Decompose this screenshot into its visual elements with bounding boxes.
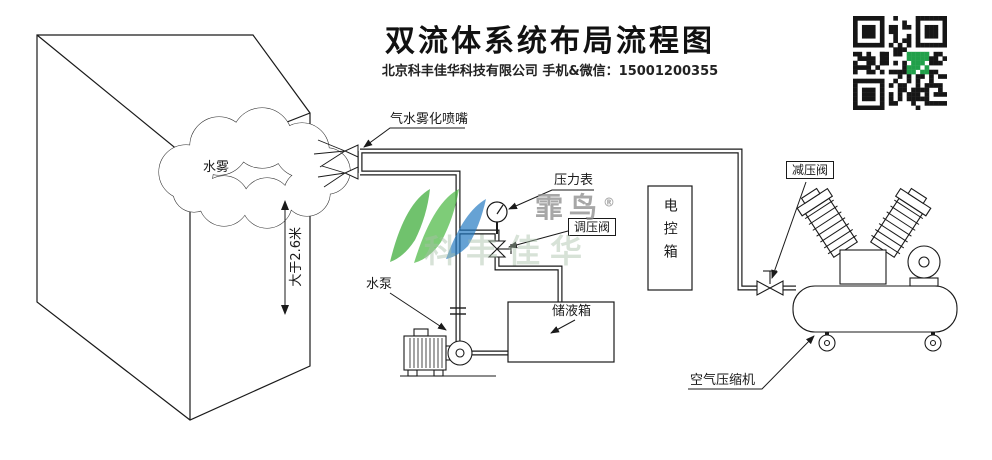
page-title: 双流体系统布局流程图 <box>385 24 715 59</box>
leader-storage-tank <box>550 319 576 334</box>
reducing-valve-icon <box>756 270 784 296</box>
watermark-ghost-text: 科丰佳华 <box>424 232 593 270</box>
storage-tank-label: 储液箱 <box>552 304 592 319</box>
water-pump-icon <box>400 328 496 377</box>
storage-tank-icon <box>507 301 615 363</box>
mist-cloud <box>158 107 351 229</box>
pipes <box>357 148 796 356</box>
registered-mark: ® <box>603 195 622 210</box>
regulating-valve-label: 调压阀 <box>568 218 617 237</box>
air-compressor-label: 空气压缩机 <box>690 373 756 388</box>
page-subtitle: 北京科丰佳华科技有限公司 手机&微信：15001200355 <box>381 64 719 79</box>
qr-code-image <box>853 16 948 111</box>
leader-pressure-gauge <box>508 189 594 210</box>
pressure-gauge-label: 压力表 <box>554 173 594 188</box>
qr-code <box>853 16 948 111</box>
pipe-union-icon <box>450 307 466 315</box>
leader-reducing-valve <box>771 181 807 279</box>
room-height-label: 大于2.6米 <box>289 226 305 287</box>
air-compressor-icon <box>792 187 958 352</box>
height-dimension-line <box>281 200 289 315</box>
leader-air-compressor <box>688 335 815 390</box>
reducing-valve-label: 减压阀 <box>786 161 835 180</box>
control-box-label: 电控箱 <box>661 198 678 267</box>
control-box-icon <box>647 185 693 291</box>
leader-nozzle <box>363 127 465 148</box>
watermark-brand-text: 霏鸟 <box>535 191 604 224</box>
leader-water-pump <box>389 292 447 331</box>
leader-lines <box>363 127 815 390</box>
pressure-gauge-icon <box>486 201 508 234</box>
water-pump-label: 水泵 <box>366 277 393 292</box>
leader-regulating-valve <box>508 230 569 249</box>
nozzle-label: 气水雾化喷嘴 <box>390 112 469 127</box>
spray-nozzle-icon <box>313 139 359 188</box>
regulating-valve-icon <box>487 240 512 258</box>
watermark-brand: 霏鸟® <box>535 186 621 226</box>
mist-label: 水雾 <box>203 160 230 175</box>
watermark-logo <box>390 189 486 263</box>
